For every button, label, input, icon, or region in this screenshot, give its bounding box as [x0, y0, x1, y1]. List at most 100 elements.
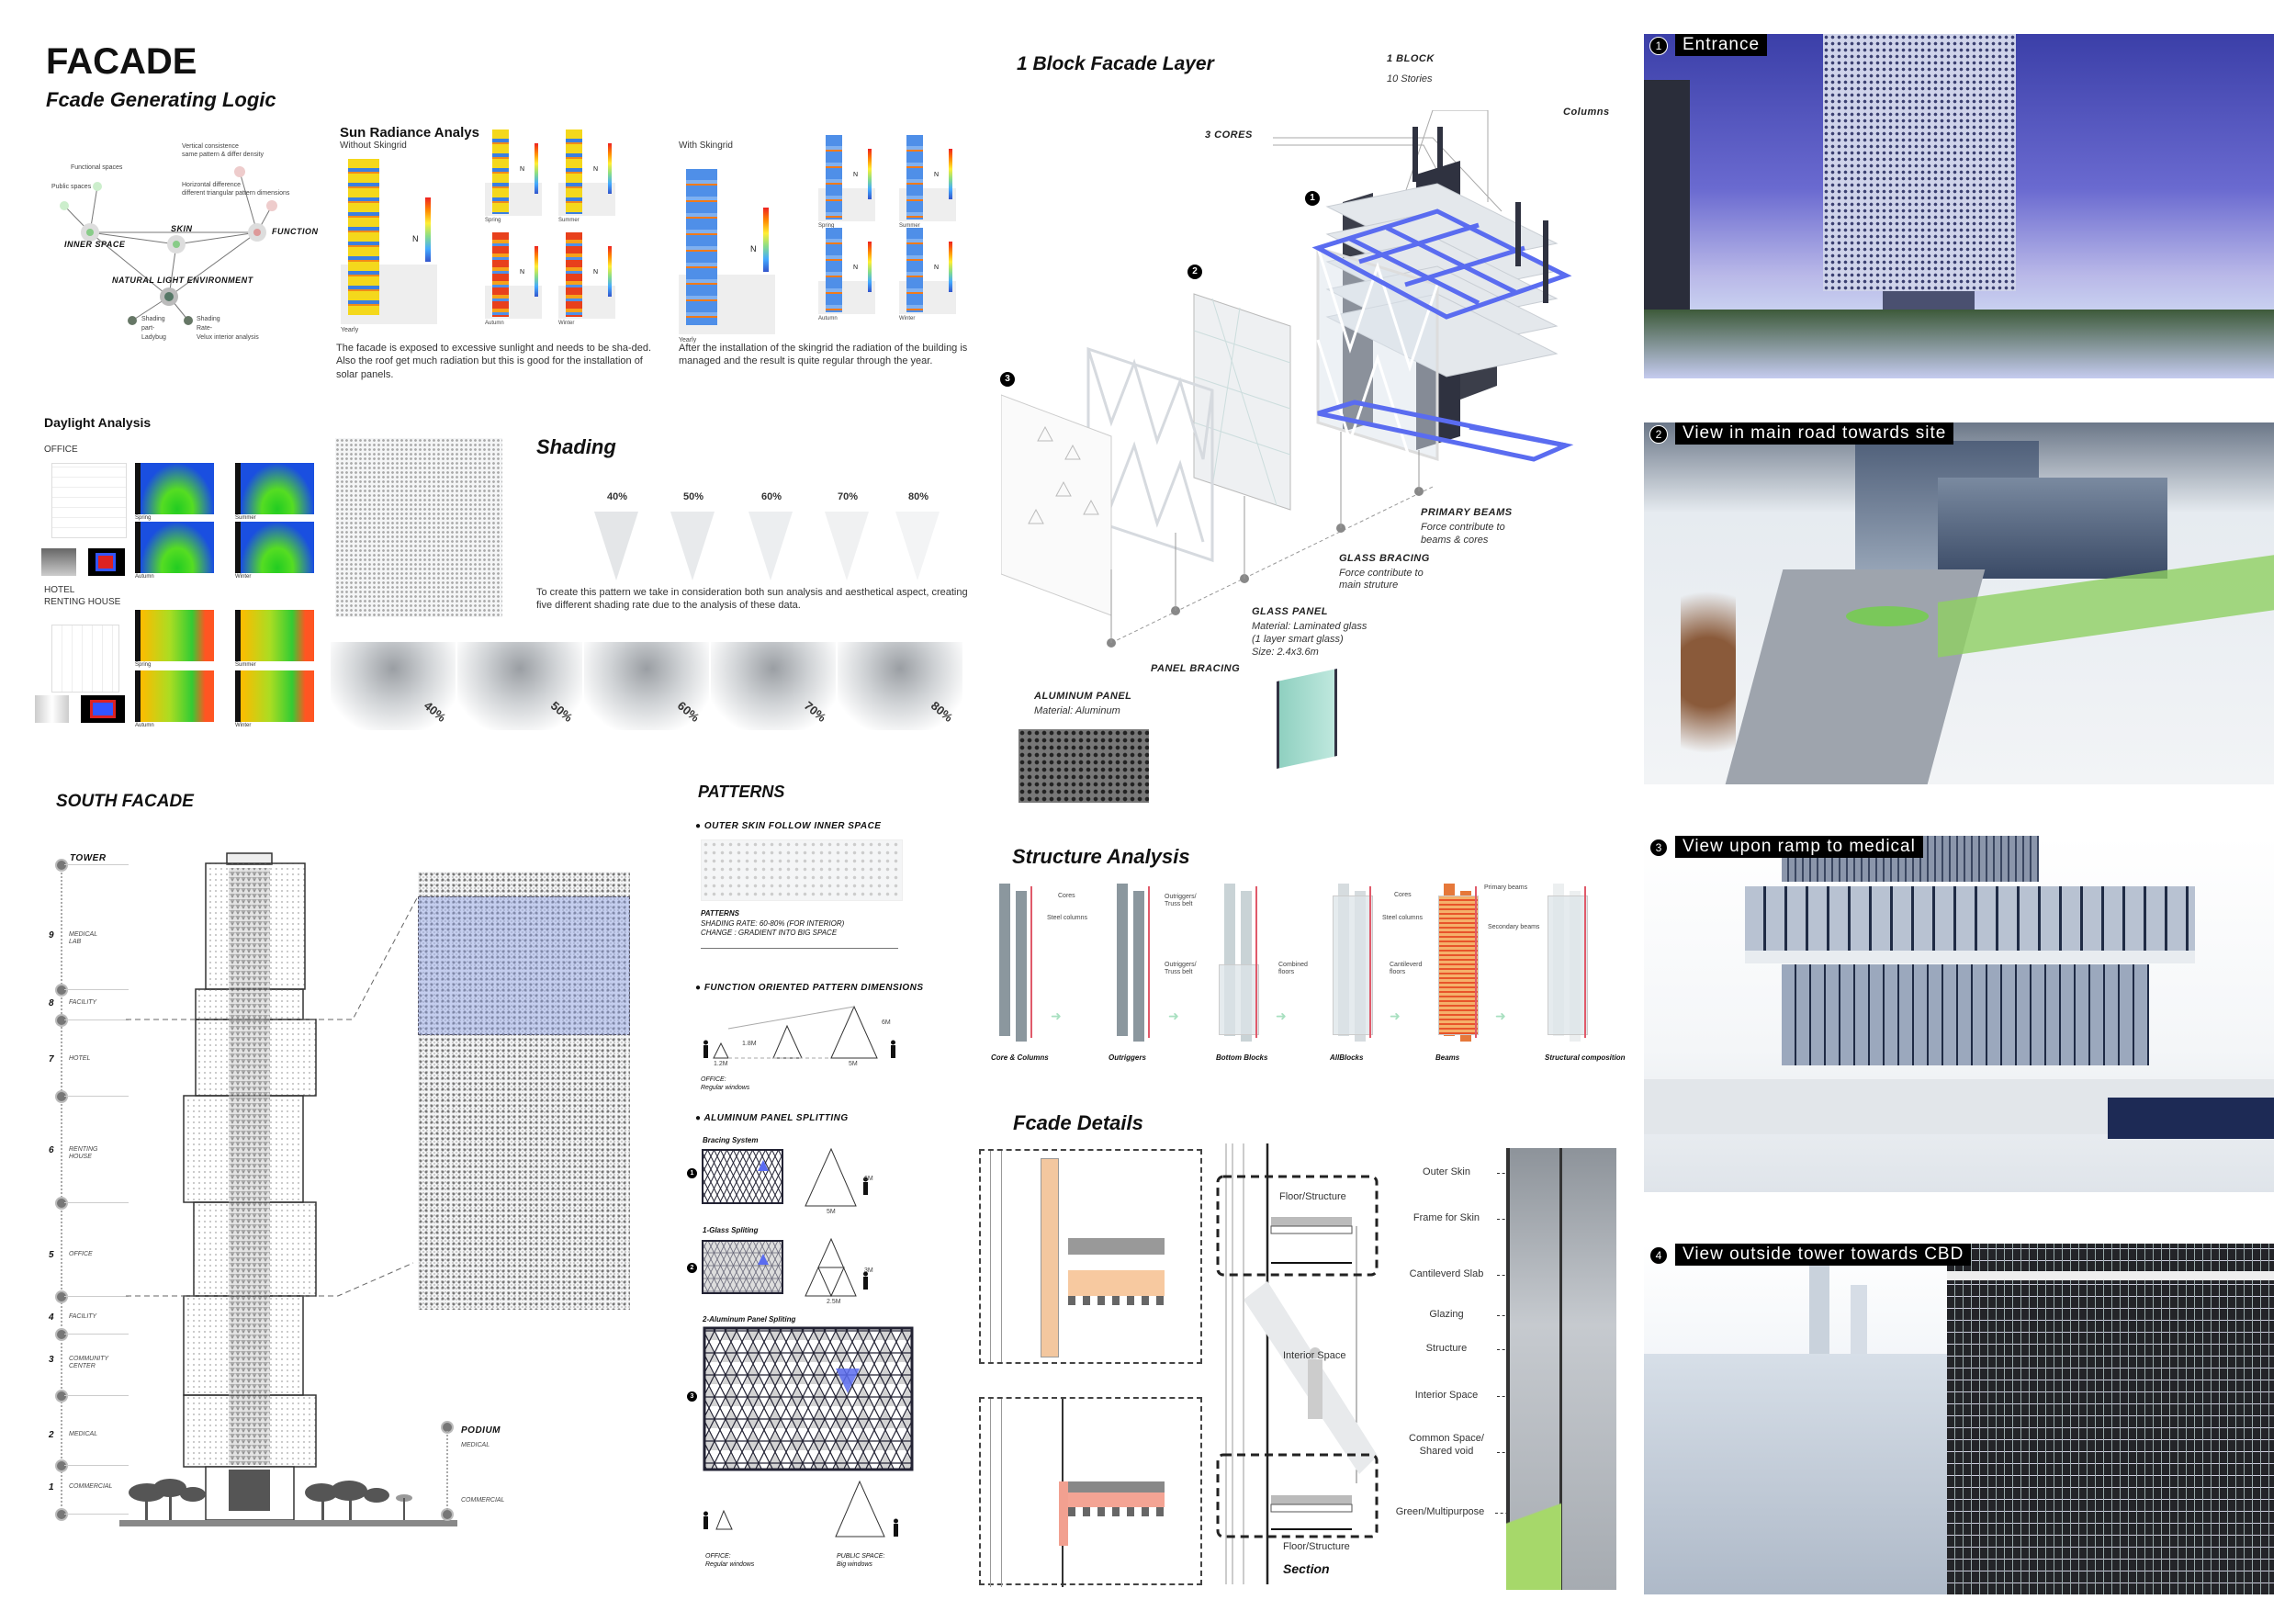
level-number: 4	[49, 1312, 54, 1323]
line: Combined	[1278, 962, 1308, 968]
structure-step-label: Outriggers	[1109, 1053, 1146, 1062]
detail-drawing-bottom	[979, 1397, 1202, 1587]
logic-diagram	[60, 166, 277, 325]
level-dot	[55, 1090, 68, 1103]
logic-functional-spaces: Functional spaces	[71, 164, 123, 171]
shading-render	[711, 642, 836, 730]
daylight-renting-label: RENTING HOUSE	[44, 597, 121, 607]
level-dot	[55, 1290, 68, 1303]
green-arrow-icon: ➜	[1390, 1008, 1401, 1023]
daylight-season-label: Spring	[135, 515, 152, 521]
level-label: FACILITY	[69, 1313, 97, 1320]
level-number: 5	[49, 1250, 54, 1260]
structure-blocks	[1333, 895, 1373, 1035]
without-yearly-tower	[348, 159, 379, 315]
regular-windows-label: Regular windows	[701, 1085, 750, 1091]
section-drawing	[1216, 1143, 1379, 1584]
level-label: HOTEL	[69, 1055, 91, 1062]
line: Velux interior analysis	[197, 334, 259, 341]
office-floor-plan	[51, 463, 127, 538]
steel-column	[1255, 886, 1257, 1038]
shading-rate-label: 40%	[607, 491, 628, 502]
render-ramp-medical: 3 View upon ramp to medical	[1644, 836, 2274, 1192]
north-arrow: N	[750, 244, 757, 253]
office-regular-windows-2: OFFICE:Regular windows	[705, 1552, 754, 1569]
detail-drawing-top	[979, 1149, 1202, 1364]
shading-rate-label: 60%	[761, 491, 782, 502]
trees	[129, 1479, 412, 1520]
aluminum-panel-desc: Material: Aluminum	[1034, 705, 1120, 716]
season-label: Summer	[558, 218, 580, 223]
north-arrow: N	[853, 265, 859, 271]
aluminum-panel-layer	[1001, 394, 1112, 616]
outer-skin-text: OUTER SKIN FOLLOW INNER SPACE	[703, 821, 882, 831]
with-winter-tower	[906, 228, 923, 312]
level-number: 2	[49, 1430, 54, 1440]
render-caption: Entrance	[1675, 34, 1768, 56]
level-label: RENTING HOUSE	[69, 1146, 98, 1161]
detail-label: Interior Space	[1414, 1390, 1479, 1401]
daylight-season-label: Winter	[235, 723, 252, 728]
level-axis	[61, 864, 62, 1514]
radiation-legend-bar	[868, 149, 872, 199]
primary-beams	[1311, 208, 1574, 462]
without-summer-tower	[566, 130, 582, 214]
without-skingrid-text: The facade is exposed to excessive sunli…	[336, 343, 652, 380]
block-layer-title: 1 Block Facade Layer	[1017, 53, 1214, 74]
with-spring-tower	[826, 135, 842, 220]
level-dot	[55, 1014, 68, 1027]
panel-bracing-title: PANEL BRACING	[1151, 663, 1241, 674]
detail-label: Green/Multipurpose	[1395, 1506, 1485, 1517]
steel-column	[1584, 886, 1586, 1038]
section-label: Section	[1283, 1561, 1330, 1576]
note-outriggers-1: Outriggers/Truss belt	[1165, 894, 1197, 908]
logic-horizontal-sub: different triangular pattern dimensions	[182, 190, 290, 197]
north-arrow: N	[593, 269, 599, 276]
shading-rate-text: SHADING RATE: 60-80% (FOR INTERIOR)	[701, 919, 845, 928]
shading-rate-triangle	[670, 512, 715, 580]
aluminum-panel-photo	[1019, 729, 1149, 803]
daylight-render	[235, 670, 314, 722]
regular-windows-label: Regular windows	[705, 1561, 755, 1568]
structure-blocks	[1548, 895, 1588, 1035]
render-entrance: 1 Entrance	[1644, 34, 2274, 378]
hotel-heatmap-plan	[81, 695, 125, 723]
glass-panel-desc-2: (1 layer smart glass)	[1252, 634, 1344, 645]
panel-splitting-diagram	[702, 1147, 914, 1538]
aluminum-spliting-label: 2-Aluminum Panel Spliting	[703, 1315, 796, 1324]
glass-bracing-title: GLASS BRACING	[1339, 553, 1430, 564]
season-label: Spring	[485, 218, 501, 223]
podium-axis	[446, 1431, 448, 1510]
level-number: 7	[49, 1054, 54, 1064]
layer-number-1: 1	[1305, 191, 1320, 206]
dim-glass-w: 2.5M	[827, 1299, 841, 1305]
shading-title: Shading	[536, 435, 616, 458]
steel-column	[1369, 886, 1371, 1038]
season-label: Autumn	[818, 316, 838, 321]
level-dot	[55, 1459, 68, 1472]
glass-panel-layer	[1193, 293, 1291, 511]
daylight-render	[135, 522, 214, 573]
without-spring-tower	[492, 130, 509, 214]
line: Shading	[141, 316, 165, 322]
gradient-arrow	[701, 948, 898, 949]
daylight-render	[235, 610, 314, 661]
note-cores-2: Cores	[1394, 892, 1412, 898]
patterns-title: PATTERNS	[698, 783, 785, 801]
green-arrow-icon: ➜	[1051, 1008, 1062, 1023]
without-autumn-tower	[492, 232, 509, 317]
cores-label: 3 CORES	[1205, 130, 1253, 141]
patterns-sub: PATTERNS	[701, 909, 739, 918]
stories-label: 10 Stories	[1387, 73, 1433, 84]
podium-commercial: COMMERCIAL	[461, 1497, 505, 1504]
steel-column	[1030, 886, 1032, 1038]
sun-radiance-title: Sun Radiance Analys	[340, 125, 479, 141]
radiation-legend-bar	[949, 149, 952, 199]
pattern-dimension-diagram	[703, 1005, 895, 1059]
shading-rate-triangle	[825, 512, 869, 580]
daylight-render	[235, 522, 314, 573]
green-arrow-icon: ➜	[1276, 1008, 1287, 1023]
render-caption: View upon ramp to medical	[1675, 836, 1923, 858]
structure-core	[1133, 891, 1144, 1042]
dim-bracing-h: 6M	[864, 1176, 873, 1182]
